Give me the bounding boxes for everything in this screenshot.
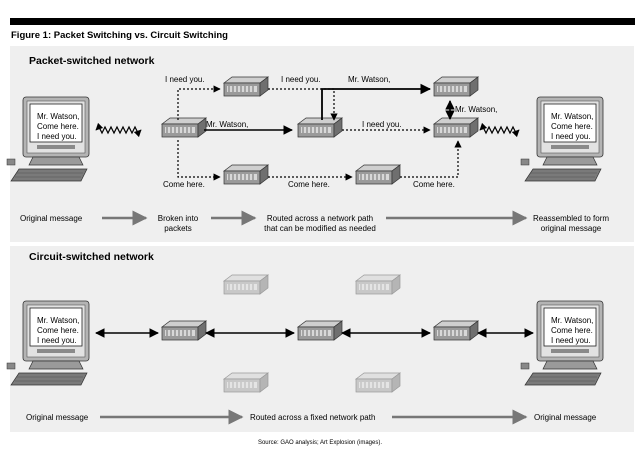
- route-arrow: [177, 85, 221, 120]
- title-rule: [10, 18, 635, 25]
- packet-label: Come here.: [413, 180, 455, 189]
- packet-label: Mr. Watson,: [455, 105, 498, 114]
- unused-router-icon: [224, 373, 268, 392]
- router-icon: [433, 117, 479, 138]
- unused-router-icon: [356, 275, 400, 294]
- packet-label: I need you.: [281, 75, 321, 84]
- unused-router-icon: [224, 275, 268, 294]
- router-icon: [161, 117, 207, 138]
- router-icon: [223, 76, 269, 97]
- flow-step-original: Original message: [26, 413, 89, 422]
- flow-step-routed: Routed across a fixed network path: [250, 413, 376, 422]
- packet-stream-link: [95, 122, 142, 138]
- router-icon: [433, 76, 479, 97]
- unused-router-icon: [356, 373, 400, 392]
- receiver-screen-text: Mr. Watson,Come here.I need you.: [551, 112, 594, 141]
- router-icon: [297, 117, 343, 138]
- route-arrow: [400, 140, 462, 178]
- sender-screen-text: Mr. Watson,Come here.I need you.: [37, 112, 80, 141]
- receiver-screen-text: Mr. Watson,Come here.I need you.: [551, 316, 594, 345]
- router-icon: [161, 320, 207, 341]
- packet-switched-title: Packet-switched network: [29, 55, 155, 67]
- figure-title: Figure 1: Packet Switching vs. Circuit S…: [11, 30, 228, 41]
- packet-label: Come here.: [163, 180, 205, 189]
- packet-label: Come here.: [288, 180, 330, 189]
- source-note: Source: GAO analysis; Art Explosion (ima…: [257, 440, 383, 446]
- packet-label: Mr. Watson,: [348, 75, 391, 84]
- sender-screen-text: Mr. Watson,Come here.I need you.: [37, 316, 80, 345]
- router-icon: [223, 164, 269, 185]
- route-arrow: [177, 140, 221, 181]
- route-arrow: [321, 83, 432, 120]
- router-icon: [433, 320, 479, 341]
- packet-stream-link: [479, 122, 520, 138]
- router-icon: [297, 320, 343, 341]
- packet-label: I need you.: [362, 120, 402, 129]
- packet-switched-panel: Packet-switched network: [10, 46, 634, 242]
- route-arrow: [268, 88, 338, 121]
- flow-step-original: Original message: [534, 413, 597, 422]
- router-icon: [355, 164, 401, 185]
- circuit-switched-title: Circuit-switched network: [29, 251, 154, 263]
- packet-label: I need you.: [165, 75, 205, 84]
- flow-step-original: Original message: [20, 214, 83, 223]
- packet-label: Mr. Watson,: [206, 120, 249, 129]
